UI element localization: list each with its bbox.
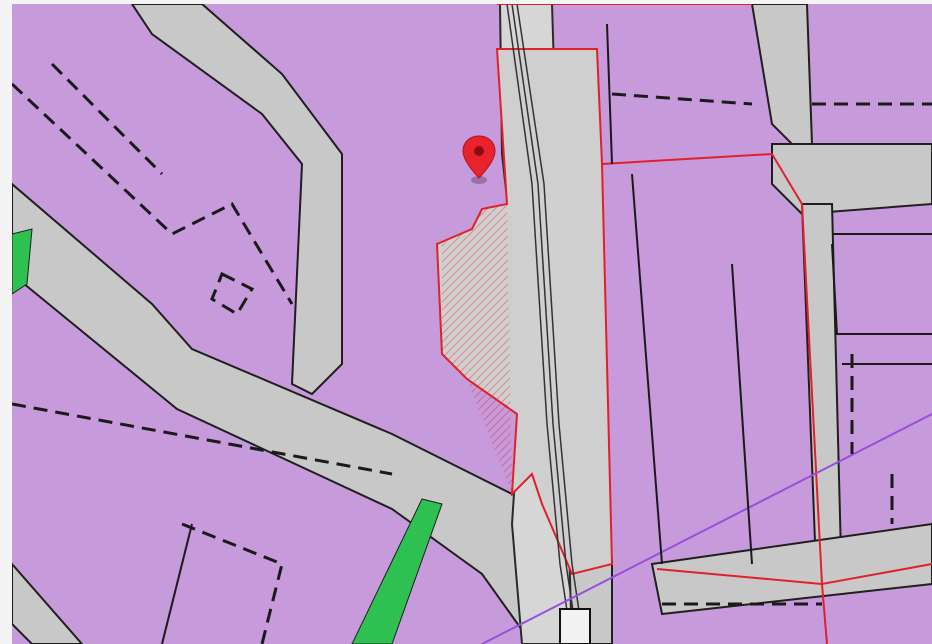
road-network [12,4,932,644]
red-boundary-lines [497,4,932,644]
dashed-lot-lines [12,62,932,644]
railway-lines [506,4,585,644]
map-pin-icon[interactable] [459,134,499,186]
green-strips [12,228,443,644]
admin-boundary-line [481,413,932,644]
map-canvas[interactable] [12,4,932,644]
rail-vehicle [559,608,591,644]
hatched-plaza [435,48,614,576]
building-outlines [161,23,932,644]
